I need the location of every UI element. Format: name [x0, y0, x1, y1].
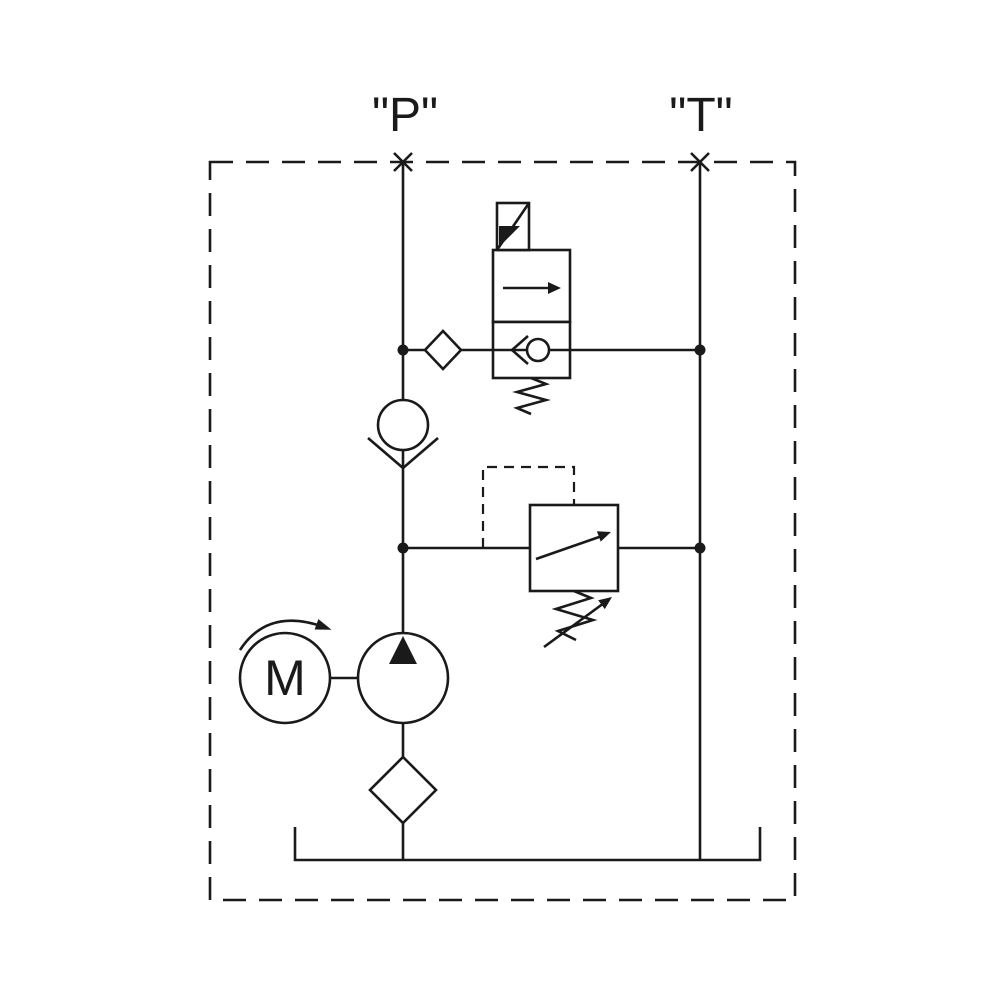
enclosure-boundary [208, 160, 797, 902]
pump-circle [356, 631, 450, 725]
hydraulic-pump [356, 631, 450, 725]
relief-adjust-arrow-line [543, 601, 605, 649]
port-p-cross-mark [393, 152, 413, 172]
junction-dot [694, 344, 706, 356]
relief-flow-arrow-head [596, 531, 611, 542]
junction-dot [397, 542, 409, 554]
motor-circle [238, 631, 332, 725]
suction-strainer-symbol [368, 755, 438, 825]
relief-flow-arrow-line [535, 534, 603, 561]
relief-spring [551, 589, 598, 642]
check-seat-lower [511, 349, 529, 365]
flow-arrow-head [548, 282, 561, 294]
valve-return-spring [512, 376, 551, 416]
orifice-symbol [423, 329, 463, 371]
motor-label: M [264, 650, 306, 706]
junction-dot [397, 344, 409, 356]
check-valve-seat-right [402, 437, 439, 469]
port-p-label: "P" [372, 89, 438, 142]
check-valve-seat-left [367, 437, 404, 469]
port-t-label: "T" [669, 89, 732, 142]
pilot-line [481, 465, 576, 548]
junction-dot [694, 542, 706, 554]
check-ball [525, 337, 551, 363]
valve-open-position-box [491, 248, 572, 324]
rotation-arrow-head [314, 619, 332, 630]
t-cross-line-2 [690, 152, 710, 172]
relief-valve [481, 465, 620, 649]
solenoid-valve [491, 201, 572, 416]
rotation-arrow-arc [238, 619, 325, 651]
pump-outlet-triangle [389, 636, 417, 664]
check-valve-ball [376, 398, 430, 452]
p-cross-line-2 [393, 152, 413, 172]
relief-valve-body [528, 503, 620, 593]
relief-adjust-arrow-head [598, 597, 612, 610]
electric-motor: M [238, 619, 332, 725]
port-t-cross-mark [690, 152, 710, 172]
check-seat-upper [511, 335, 529, 351]
reservoir-symbol [293, 827, 762, 862]
check-valve [367, 398, 439, 469]
solenoid-fill-triangle [499, 226, 520, 247]
